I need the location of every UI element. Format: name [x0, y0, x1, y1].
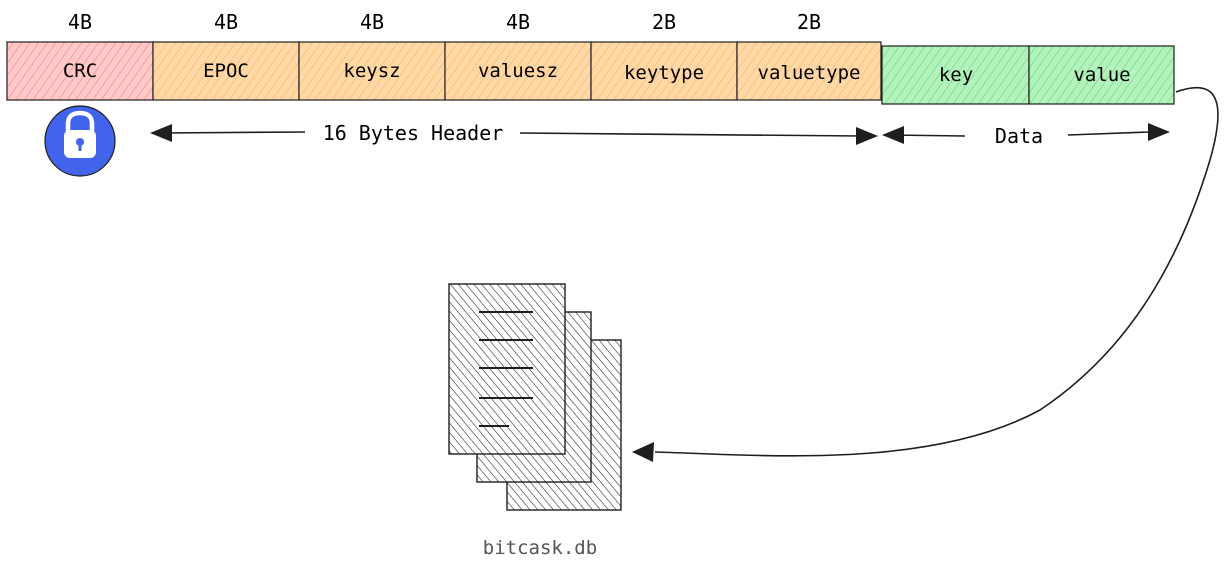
field-crc: CRC	[6, 41, 154, 101]
header-range-indicator: 16 Bytes Header	[150, 121, 878, 145]
field-keysz: keysz	[298, 41, 446, 101]
field-keysz-box	[298, 41, 446, 101]
field-valuetype-box	[736, 41, 882, 101]
lock-icon	[44, 105, 116, 177]
data-range-indicator: Data	[882, 123, 1170, 148]
field-epoc-box	[152, 41, 300, 101]
field-value-box	[1028, 45, 1175, 105]
field-valuesz-label: valuesz	[478, 60, 558, 82]
record-fields: CRC EPOC keysz valuesz keytype valuetype…	[6, 41, 1175, 105]
field-key-label: key	[939, 64, 973, 86]
size-label-keytype: 2B	[652, 10, 676, 34]
field-keytype: keytype	[590, 41, 738, 101]
field-keytype-box	[590, 41, 738, 101]
data-range-label: Data	[995, 124, 1043, 148]
field-key: key	[881, 45, 1030, 105]
document-stack-icon	[448, 283, 622, 511]
size-label-epoc: 4B	[214, 10, 238, 34]
field-key-box	[881, 45, 1030, 105]
field-valuesz-box	[444, 41, 592, 101]
header-range-label: 16 Bytes Header	[323, 121, 504, 145]
field-keytype-label: keytype	[624, 62, 704, 84]
field-valuesz: valuesz	[444, 41, 592, 101]
size-label-valuesz: 4B	[506, 10, 530, 34]
field-crc-box	[6, 41, 154, 101]
size-label-crc: 4B	[68, 10, 92, 34]
file-label: bitcask.db	[483, 537, 597, 559]
field-valuetype-label: valuetype	[758, 62, 861, 84]
field-keysz-label: keysz	[343, 60, 400, 82]
field-crc-label: CRC	[63, 60, 97, 82]
field-epoc: EPOC	[152, 41, 300, 101]
field-value: value	[1028, 45, 1175, 105]
write-to-file-arrow	[632, 86, 1219, 462]
field-epoc-label: EPOC	[203, 60, 249, 82]
size-label-valuetype: 2B	[797, 10, 821, 34]
field-value-label: value	[1073, 64, 1130, 86]
field-valuetype: valuetype	[736, 41, 882, 101]
size-label-keysz: 4B	[360, 10, 384, 34]
size-labels: 4B 4B 4B 4B 2B 2B	[68, 10, 821, 34]
